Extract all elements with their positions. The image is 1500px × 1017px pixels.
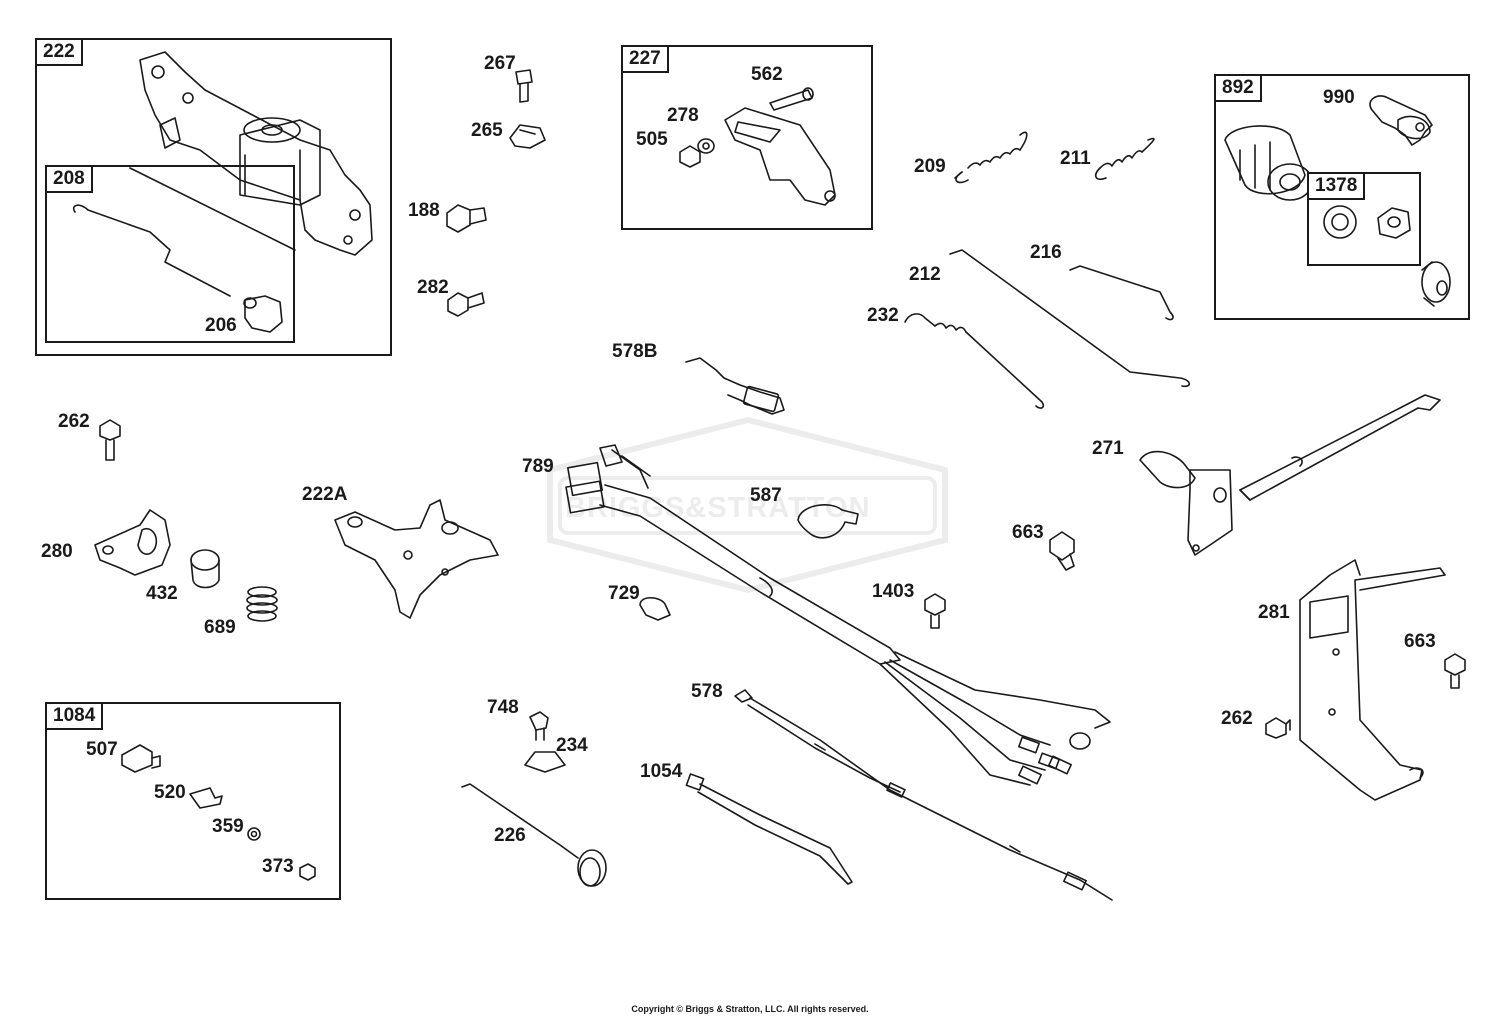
bolt-188-drawing xyxy=(446,204,487,233)
rod-216-drawing xyxy=(1069,265,1174,321)
kit-label-227: 227 xyxy=(623,47,669,73)
part-label-280: 280 xyxy=(41,541,73,562)
part-label-748: 748 xyxy=(487,697,519,718)
part-label-212: 212 xyxy=(909,264,941,285)
screw-282-drawing xyxy=(447,292,485,317)
control-bracket-drawing xyxy=(679,87,836,206)
nut-373-drawing xyxy=(299,863,316,881)
part-label-1403: 1403 xyxy=(872,581,915,602)
harness-578-drawing xyxy=(734,689,1113,901)
part-label-206: 206 xyxy=(205,315,237,336)
spring-rod-232-drawing xyxy=(904,313,1045,409)
part-label-209: 209 xyxy=(914,156,946,177)
part-label-188: 188 xyxy=(408,200,440,221)
screw-262b-drawing xyxy=(1265,717,1291,739)
part-label-216: 216 xyxy=(1030,242,1062,263)
lock-washer-nut-drawing xyxy=(1323,205,1451,307)
rod-212-drawing xyxy=(949,249,1191,388)
spring-689-drawing xyxy=(246,586,278,622)
part-label-1054: 1054 xyxy=(640,761,683,782)
wire-harness-789-drawing xyxy=(565,444,1111,786)
kit-box-1084 xyxy=(45,702,341,900)
part-label-226: 226 xyxy=(494,825,526,846)
switch-507-drawing xyxy=(121,744,161,773)
part-label-281: 281 xyxy=(1258,602,1290,623)
part-label-507: 507 xyxy=(86,739,118,760)
screw-748-drawing xyxy=(529,711,549,741)
part-label-262-right: 262 xyxy=(1221,708,1253,729)
part-label-265: 265 xyxy=(471,120,503,141)
clip-520-drawing xyxy=(189,787,223,809)
rod-226-drawing xyxy=(461,783,607,887)
screw-1403-drawing xyxy=(924,593,946,629)
kit-label-1084: 1084 xyxy=(47,704,104,730)
part-label-729: 729 xyxy=(608,583,640,604)
part-label-211: 211 xyxy=(1060,148,1091,169)
kit-label-892: 892 xyxy=(1216,76,1262,102)
part-label-663-middle: 663 xyxy=(1012,522,1044,543)
kit-label-222: 222 xyxy=(37,40,83,66)
part-label-271: 271 xyxy=(1092,438,1124,459)
kit-label-208: 208 xyxy=(47,167,93,193)
part-label-432: 432 xyxy=(146,583,178,604)
part-label-234: 234 xyxy=(556,735,588,756)
bracket-280-drawing xyxy=(94,509,171,576)
copyright-notice: Copyright © Briggs & Stratton, LLC. All … xyxy=(631,1004,869,1014)
part-label-359: 359 xyxy=(212,816,244,837)
governor-bracket-drawing xyxy=(139,51,373,256)
throttle-control-drawing xyxy=(1139,394,1441,556)
part-label-282: 282 xyxy=(417,277,449,298)
washer-359-drawing xyxy=(247,827,261,841)
part-label-990: 990 xyxy=(1323,87,1355,108)
part-label-587: 587 xyxy=(750,485,782,506)
part-label-262-left: 262 xyxy=(58,411,90,432)
panel-bracket-281-drawing xyxy=(1299,559,1446,801)
clip-265-drawing xyxy=(509,124,546,149)
kit-label-1378: 1378 xyxy=(1309,174,1366,200)
screw-267-drawing xyxy=(515,69,533,103)
watermark-text: BRIGGS&STRATTON xyxy=(565,492,871,524)
bracket-222A-drawing xyxy=(334,499,499,619)
kit-box-208 xyxy=(45,165,295,343)
part-label-663-right: 663 xyxy=(1404,631,1436,652)
screw-262a-drawing xyxy=(99,419,121,461)
clip-234-drawing xyxy=(524,751,566,773)
kit-box-1378 xyxy=(1307,172,1421,266)
connector-578B-drawing xyxy=(685,357,785,415)
part-label-373: 373 xyxy=(262,856,294,877)
part-label-562: 562 xyxy=(751,64,783,85)
part-label-222A: 222A xyxy=(302,484,348,505)
part-label-232: 232 xyxy=(867,305,899,326)
part-label-278: 278 xyxy=(667,105,699,126)
part-label-578B: 578B xyxy=(612,341,658,362)
part-label-520: 520 xyxy=(154,782,186,803)
bolt-663a-drawing xyxy=(1049,531,1075,571)
kit-box-227 xyxy=(621,45,873,230)
bolt-663b-drawing xyxy=(1444,653,1466,689)
spring-209-drawing xyxy=(954,131,1028,184)
spring-211-drawing xyxy=(1094,137,1155,181)
kit-box-222 xyxy=(35,38,392,356)
part-label-578: 578 xyxy=(691,681,723,702)
kit-box-892 xyxy=(1214,74,1470,320)
part-label-789: 789 xyxy=(522,456,554,477)
cable-tie-1054-drawing xyxy=(685,773,853,885)
part-label-267: 267 xyxy=(484,53,516,74)
governor-link-drawing xyxy=(72,167,296,333)
clip-587-drawing xyxy=(797,504,859,539)
clip-729-drawing xyxy=(639,596,671,621)
bushing-432-drawing xyxy=(190,549,220,589)
part-label-689: 689 xyxy=(204,617,236,638)
part-label-505: 505 xyxy=(636,129,668,150)
